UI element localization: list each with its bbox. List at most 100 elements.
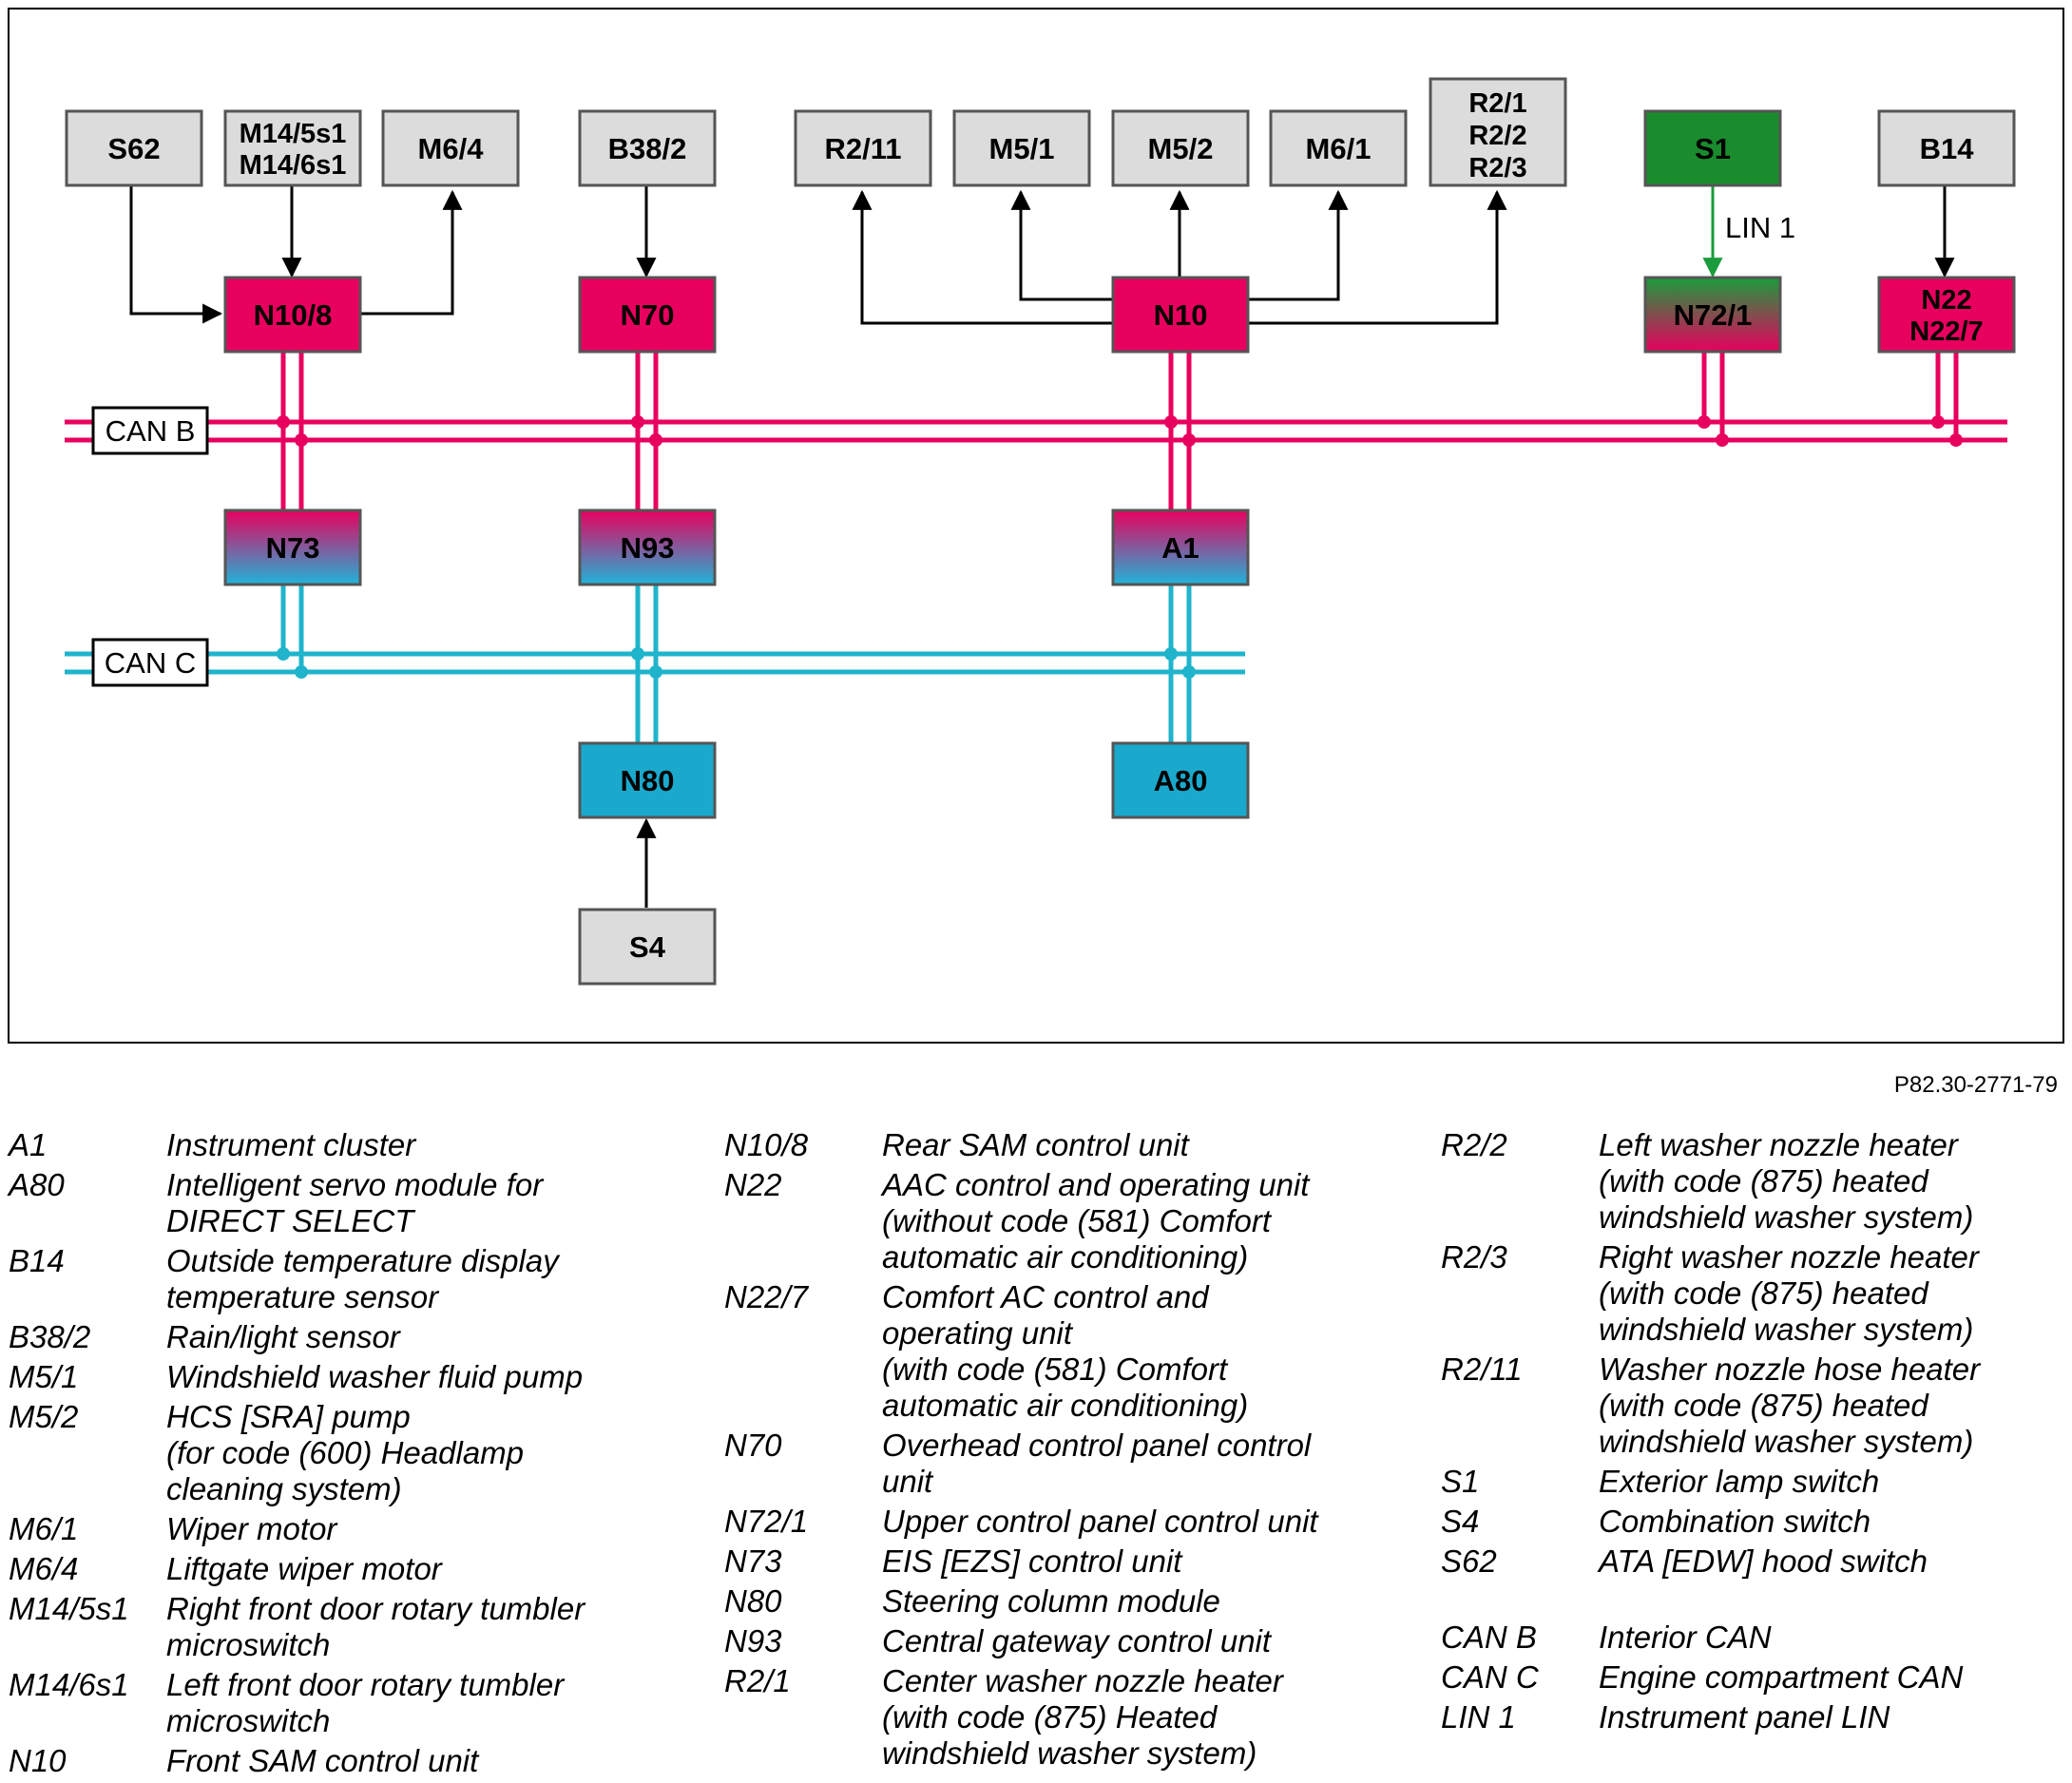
node-m6-1: M6/1: [1269, 109, 1408, 187]
legend-code: S1: [1441, 1464, 1480, 1499]
legend-description: Instrument panel LIN: [1599, 1699, 1890, 1735]
legend-description: Intelligent servo module for DIRECT SELE…: [166, 1167, 544, 1238]
node-r2-heaters: R2/1 R2/2 R2/3: [1429, 77, 1567, 187]
legend-description: Washer nozzle hose heater (with code (87…: [1599, 1352, 1981, 1459]
legend-code: S62: [1441, 1543, 1497, 1579]
legend-entry: CAN B Interior CAN: [1441, 1620, 2068, 1656]
svg-text:CAN C: CAN C: [105, 646, 196, 680]
legend-code: M14/5s1: [9, 1591, 129, 1626]
legend-code: A80: [9, 1167, 65, 1202]
legend-description: Center washer nozzle heater (with code (…: [882, 1663, 1283, 1771]
legend-code: R2/2: [1441, 1127, 1507, 1162]
legend-code: R2/1: [724, 1663, 791, 1698]
legend-description: Instrument cluster: [166, 1127, 416, 1162]
legend-entry: N73 EIS [EZS] control unit: [724, 1543, 1428, 1580]
legend-code: CAN C: [1441, 1659, 1539, 1695]
can-c-junctions: [277, 647, 1196, 679]
legend-code: CAN B: [1441, 1620, 1537, 1655]
node-n10-8: N10/8: [223, 276, 362, 354]
svg-text:N80: N80: [621, 764, 675, 797]
svg-text:N22: N22: [1921, 285, 1971, 316]
can-b-label: CAN B: [91, 406, 209, 455]
legend-code: LIN 1: [1441, 1699, 1516, 1735]
node-b38-2: B38/2: [578, 109, 717, 187]
legend-code: B14: [9, 1243, 65, 1278]
svg-text:R2/1: R2/1: [1468, 88, 1526, 119]
legend-description: EIS [EZS] control unit: [882, 1543, 1182, 1579]
legend-entry: R2/3 Right washer nozzle heater (with cod…: [1441, 1239, 2068, 1348]
legend-description: Upper control panel control unit: [882, 1504, 1318, 1539]
svg-text:A1: A1: [1161, 531, 1199, 565]
can-b-junctions: [277, 415, 1963, 447]
legend-code: N70: [724, 1428, 782, 1463]
legend-description: AAC control and operating unit (without …: [882, 1167, 1310, 1275]
svg-text:B38/2: B38/2: [608, 132, 687, 165]
legend-description: Wiper motor: [166, 1511, 337, 1546]
svg-text:R2/11: R2/11: [824, 132, 901, 165]
node-b14: B14: [1877, 109, 2016, 187]
svg-text:N73: N73: [266, 531, 320, 565]
legend-code: N93: [724, 1623, 782, 1658]
legend-spacer: [1441, 1583, 2068, 1620]
node-n93: N93: [578, 508, 717, 586]
svg-text:M5/2: M5/2: [1148, 132, 1214, 165]
signal-lines: [129, 186, 1955, 908]
can-c-drops: [280, 583, 1192, 743]
legend-code: S4: [1441, 1504, 1480, 1539]
legend-entry: B38/2 Rain/light sensor: [9, 1319, 712, 1355]
legend-entry: A1 Instrument cluster: [9, 1127, 712, 1163]
svg-text:N93: N93: [621, 531, 675, 565]
svg-text:S4: S4: [629, 930, 666, 964]
legend-description: Exterior lamp switch: [1599, 1464, 1880, 1499]
legend-code: N10: [9, 1743, 67, 1778]
svg-text:N70: N70: [621, 298, 675, 332]
lin-1-label: LIN 1: [1725, 211, 1795, 244]
legend-description: HCS [SRA] pump (for code (600) Headlamp …: [166, 1399, 525, 1506]
svg-text:S1: S1: [1695, 132, 1731, 165]
node-n73: N73: [223, 508, 362, 586]
legend-code: B38/2: [9, 1319, 91, 1354]
node-n80: N80: [578, 741, 717, 819]
can-c-label: CAN C: [91, 638, 209, 687]
svg-text:M5/1: M5/1: [989, 132, 1055, 165]
legend-entry: S1 Exterior lamp switch: [1441, 1464, 2068, 1500]
svg-text:N22/7: N22/7: [1909, 316, 1983, 347]
legend-description: Rain/light sensor: [166, 1319, 400, 1354]
legend-entry: R2/11 Washer nozzle hose heater (with cod…: [1441, 1352, 2068, 1460]
node-m5-1: M5/1: [952, 109, 1091, 187]
svg-text:A80: A80: [1154, 764, 1208, 797]
legend-code: A1: [9, 1127, 48, 1162]
legend-entry: A80 Intelligent servo module for DIRECT S…: [9, 1167, 712, 1239]
node-s62: S62: [65, 109, 203, 187]
legend-description: Right washer nozzle heater (with code (8…: [1599, 1239, 1979, 1347]
svg-text:M6/1: M6/1: [1306, 132, 1372, 165]
legend-description: Steering column module: [882, 1583, 1220, 1619]
svg-text:M6/4: M6/4: [418, 132, 485, 165]
node-s4: S4: [578, 908, 717, 986]
svg-text:S62: S62: [107, 132, 160, 165]
node-s1: S1: [1643, 109, 1782, 187]
legend-description: Interior CAN: [1599, 1620, 1772, 1655]
node-m6-4: M6/4: [381, 109, 520, 187]
legend-code: R2/3: [1441, 1239, 1507, 1275]
node-n70: N70: [578, 276, 717, 354]
svg-text:N72/1: N72/1: [1674, 298, 1753, 332]
node-a80: A80: [1111, 741, 1250, 819]
legend-code: R2/11: [1441, 1352, 1523, 1387]
legend-code: N73: [724, 1543, 782, 1579]
